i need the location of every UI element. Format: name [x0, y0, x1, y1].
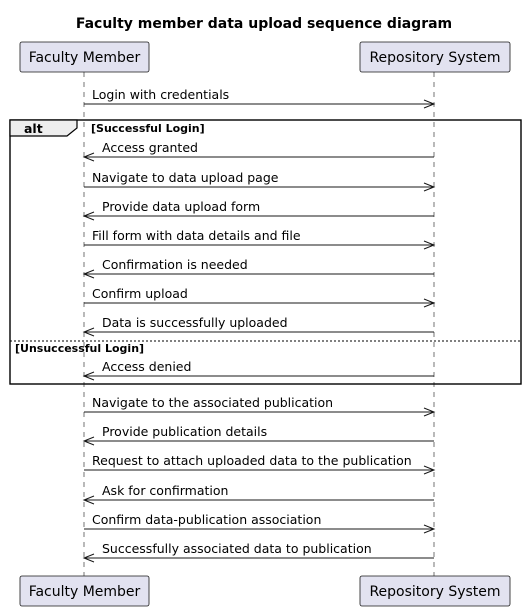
message: Data is successfully uploaded — [82, 315, 434, 337]
message-arrowhead — [423, 298, 436, 308]
alt-frame-label: alt — [24, 121, 43, 136]
message-label: Login with credentials — [92, 87, 229, 102]
message-arrowhead — [423, 182, 436, 192]
message-label: Fill form with data details and file — [92, 228, 301, 243]
message-arrowhead — [82, 269, 95, 279]
message: Access denied — [82, 359, 434, 381]
message-label: Successfully associated data to publicat… — [102, 541, 372, 556]
message-arrowhead — [82, 152, 95, 162]
message-label: Request to attach uploaded data to the p… — [92, 453, 412, 468]
message-label: Navigate to the associated publication — [92, 395, 333, 410]
message: Navigate to data upload page — [84, 170, 436, 192]
message: Navigate to the associated publication — [84, 395, 436, 417]
alt-failure-guard: [Unsuccessful Login] — [15, 342, 144, 355]
message-arrowhead — [423, 99, 436, 109]
message-arrowhead — [82, 211, 95, 221]
message: Access granted — [82, 140, 434, 162]
participant-faculty-label: Faculty Member — [29, 584, 141, 600]
message-arrowhead — [82, 327, 95, 337]
message-label: Access denied — [102, 359, 191, 374]
message: Successfully associated data to publicat… — [82, 541, 434, 563]
message: Provide publication details — [82, 424, 434, 446]
message-arrowhead — [423, 465, 436, 475]
message-label: Confirm upload — [92, 286, 188, 301]
diagram-title: Faculty member data upload sequence diag… — [76, 16, 452, 32]
participant-repository-bottom: Repository System — [359, 575, 511, 607]
message-label: Ask for confirmation — [102, 483, 228, 498]
message-arrowhead — [82, 553, 95, 563]
message: Confirm data-publication association — [84, 512, 436, 534]
message: Provide data upload form — [82, 199, 434, 221]
message-label: Data is successfully uploaded — [102, 315, 288, 330]
message-label: Provide publication details — [102, 424, 267, 439]
participant-repository-label: Repository System — [369, 50, 500, 66]
message-label: Confirm data-publication association — [92, 512, 321, 527]
message-label: Access granted — [102, 140, 198, 155]
message-label: Provide data upload form — [102, 199, 260, 214]
participant-faculty-top: Faculty Member — [19, 41, 150, 73]
participant-repository-label: Repository System — [369, 584, 500, 600]
message: Login with credentials — [84, 87, 436, 109]
participant-repository-top: Repository System — [359, 41, 511, 73]
alt-frame: alt [Successful Login] [Unsuccessful Log… — [9, 119, 522, 385]
alt-success-guard: [Successful Login] — [91, 122, 205, 135]
message-arrowhead — [423, 407, 436, 417]
message-arrowhead — [82, 436, 95, 446]
message: Confirm upload — [84, 286, 436, 308]
message: Fill form with data details and file — [84, 228, 436, 250]
participant-faculty-label: Faculty Member — [29, 50, 141, 66]
message: Ask for confirmation — [82, 483, 434, 505]
message-label: Navigate to data upload page — [92, 170, 279, 185]
message-arrowhead — [423, 240, 436, 250]
message: Confirmation is needed — [82, 257, 434, 279]
message-label: Confirmation is needed — [102, 257, 248, 272]
message-arrowhead — [423, 524, 436, 534]
participant-faculty-bottom: Faculty Member — [19, 575, 150, 607]
message: Request to attach uploaded data to the p… — [84, 453, 436, 475]
message-arrowhead — [82, 371, 95, 381]
message-arrowhead — [82, 495, 95, 505]
